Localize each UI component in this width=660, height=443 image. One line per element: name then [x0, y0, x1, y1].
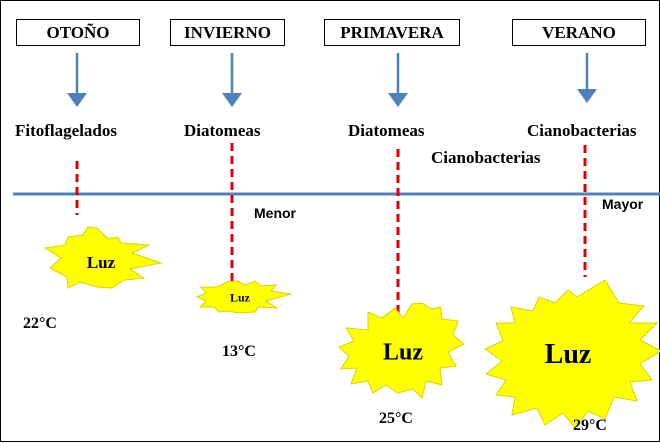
temperature-otono: 22°C [23, 315, 57, 332]
season-box-verano: VERANO [512, 19, 646, 46]
season-box-otono: OTOÑO [16, 19, 140, 46]
arrow-otono-icon [67, 53, 87, 107]
arrow-invierno-icon [222, 53, 242, 107]
temperature-primavera: 25°C [379, 410, 413, 427]
season-label: VERANO [542, 22, 616, 42]
organism-verano: Cianobacterias [527, 121, 637, 140]
organism-invierno: Diatomeas [184, 121, 261, 140]
season-label: PRIMAVERA [340, 22, 444, 42]
season-label: OTOÑO [46, 22, 110, 42]
organism-primavera-secondary: Cianobacterias [431, 148, 541, 167]
sun-label-otono: Luz [86, 253, 116, 272]
sun-label-verano: Luz [544, 339, 592, 370]
sun-label-primavera: Luz [382, 339, 424, 366]
organism-otono: Fitoflagelados [15, 121, 117, 140]
arrow-verano-icon [577, 53, 597, 103]
sun-verano-icon [483, 279, 660, 429]
temperature-invierno: 13°C [222, 343, 256, 360]
sun-invierno-icon [195, 280, 292, 314]
sun-primavera-icon [338, 302, 465, 399]
season-label: INVIERNO [184, 22, 271, 42]
temperature-verano: 29°C [573, 417, 607, 434]
scale-low-label: Menor [254, 205, 296, 221]
season-box-invierno: INVIERNO [170, 19, 285, 46]
scale-high-label: Mayor [602, 196, 644, 212]
organism-primavera: Diatomeas [348, 121, 425, 140]
sun-label-invierno: Luz [229, 290, 251, 305]
arrow-primavera-icon [388, 53, 408, 107]
season-box-primavera: PRIMAVERA [324, 19, 460, 46]
sun-otono-icon [43, 226, 163, 289]
